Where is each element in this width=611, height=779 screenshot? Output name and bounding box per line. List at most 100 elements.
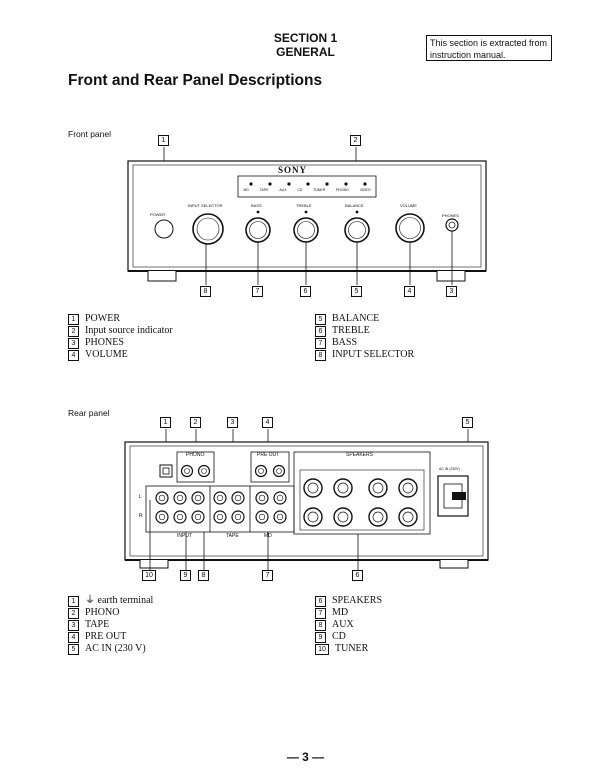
input-label: INPUT	[177, 533, 192, 539]
rca-jack-center	[158, 513, 166, 521]
rca-jack	[155, 510, 169, 524]
rear-panel-label: Rear panel	[68, 408, 110, 418]
rca-jack	[213, 491, 227, 505]
rear-callout-8: 8	[198, 570, 209, 581]
phones-label: PHONES	[442, 213, 459, 218]
rca-jack	[213, 510, 227, 524]
rca-jack-center	[276, 494, 284, 502]
front-callout-6: 6	[300, 286, 311, 297]
front-callout-8: 8	[200, 286, 211, 297]
front-callout-3: 3	[446, 286, 457, 297]
legend-item: 1⏚ earth terminal	[68, 595, 153, 607]
rca-jack-center	[234, 494, 242, 502]
section-number: SECTION 1	[273, 31, 338, 45]
volume-label: VOLUME	[400, 203, 417, 208]
rca-jack-center	[176, 494, 184, 502]
input-selector-label: INPUT SELECTOR	[188, 203, 223, 208]
rca-jack-center	[176, 513, 184, 521]
rear-callout-7: 7	[262, 570, 273, 581]
power-label: POWER	[150, 212, 166, 217]
rca-jack	[255, 491, 269, 505]
page-number: — 3 —	[286, 750, 325, 764]
indicator-label: VIDEO	[359, 188, 371, 192]
front-callout-7: 7	[252, 286, 263, 297]
rca-jack	[173, 491, 187, 505]
phono-label: PHONO	[186, 452, 205, 458]
rear-callout-6: 6	[352, 570, 363, 581]
rca-jack	[255, 510, 269, 524]
rear-callout-4: 4	[262, 417, 273, 428]
rca-jack-center	[194, 513, 202, 521]
treble-label: TREBLE	[296, 203, 312, 208]
tape-label: TAPE	[226, 533, 239, 539]
source-note: This section is extracted from instructi…	[426, 35, 552, 61]
rear-callout-2: 2	[190, 417, 201, 428]
rca-jack	[231, 510, 245, 524]
rca-jack	[191, 491, 205, 505]
indicator-label: TUNER	[313, 188, 326, 192]
rca-jack-center	[158, 494, 166, 502]
indicator-leds	[249, 182, 367, 186]
speakers-label: SPEAKERS	[346, 452, 373, 458]
rca-jack	[173, 510, 187, 524]
front-callout-1: 1	[158, 135, 169, 146]
rca-jack-center	[276, 513, 284, 521]
indicator-label: PHONO	[336, 188, 349, 192]
front-callout-4: 4	[404, 286, 415, 297]
indicator-labels: MD TAPE AUX CD TUNER PHONO VIDEO	[238, 188, 376, 192]
rear-callout-10: 10	[142, 570, 156, 581]
rca-jack	[273, 491, 287, 505]
indicator-label: MD	[243, 188, 249, 192]
rca-jack	[231, 491, 245, 505]
front-callout-2: 2	[350, 135, 361, 146]
brand-logo: SONY	[278, 165, 308, 175]
section-title: GENERAL	[276, 45, 335, 59]
rca-jack-center	[194, 494, 202, 502]
rca-jack-center	[258, 513, 266, 521]
preout-label: PRE OUT	[257, 452, 280, 458]
indicator-label: CD	[297, 188, 303, 192]
balance-label: BALANCE	[345, 203, 364, 208]
md-label: MD	[264, 533, 272, 539]
rear-callout-1: 1	[160, 417, 171, 428]
channel-r-label: R	[139, 513, 143, 519]
bass-label: BASS	[251, 203, 262, 208]
rca-jack-center	[216, 494, 224, 502]
indicator-label: AUX	[279, 188, 287, 192]
front-panel-label: Front panel	[68, 129, 111, 139]
rear-callout-5: 5	[462, 417, 473, 428]
rca-jack	[273, 510, 287, 524]
rca-jack-center	[258, 494, 266, 502]
acin-label: AC IN (230V)	[439, 467, 460, 471]
rca-jack-center	[216, 513, 224, 521]
page-title: Front and Rear Panel Descriptions	[68, 72, 323, 89]
front-callout-5: 5	[351, 286, 362, 297]
rca-jack-center	[234, 513, 242, 521]
indicator-label: TAPE	[259, 188, 269, 192]
rear-callout-9: 9	[180, 570, 191, 581]
rca-jack	[155, 491, 169, 505]
